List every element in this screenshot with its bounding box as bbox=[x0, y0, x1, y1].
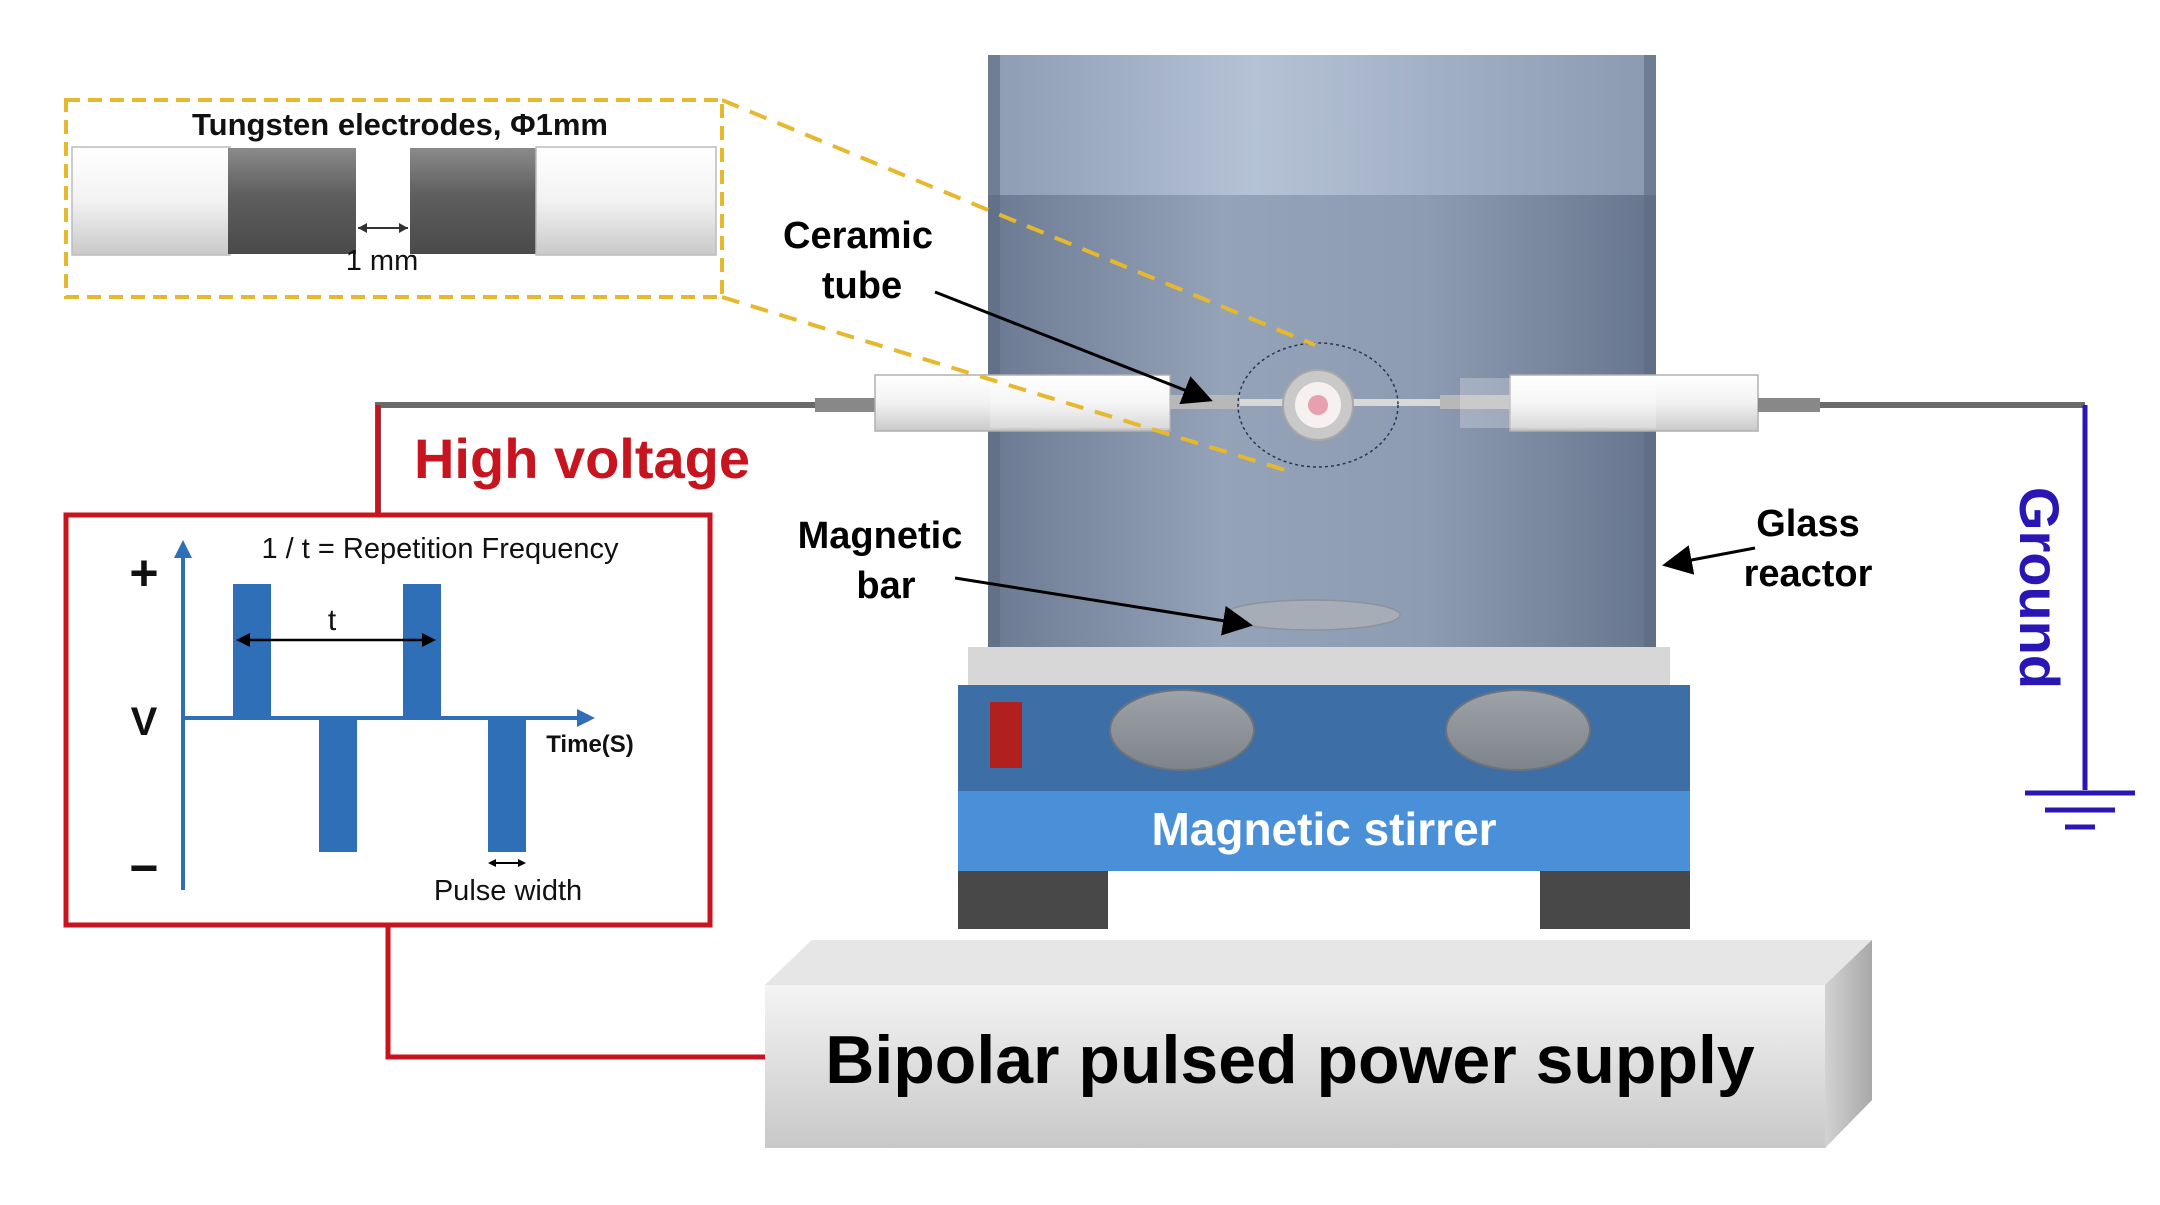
period-label: t bbox=[328, 604, 337, 637]
ceramic-tube-label-2: tube bbox=[822, 265, 902, 307]
ceramic-tube-label-1: Ceramic bbox=[783, 215, 933, 257]
glass-reactor-label-2: reactor bbox=[1744, 553, 1873, 595]
heat-knob bbox=[1445, 689, 1591, 771]
ceramic-tube-arrow bbox=[934, 290, 1213, 405]
gap-label: 1 mm bbox=[346, 245, 419, 277]
positive-pulse-1 bbox=[233, 584, 271, 718]
magnetic-bar-label-1: Magnetic bbox=[798, 515, 963, 557]
high-voltage-label: High voltage bbox=[414, 427, 750, 490]
speed-knob bbox=[1109, 689, 1255, 771]
minus-sign: − bbox=[129, 840, 158, 896]
plus-sign: + bbox=[129, 545, 158, 601]
glass-reactor bbox=[988, 55, 1656, 647]
stirrer-label: Magnetic stirrer bbox=[1151, 803, 1496, 855]
glass-reactor-arrow bbox=[1662, 545, 1756, 575]
positive-pulse-2 bbox=[403, 584, 441, 718]
waveform-panel bbox=[63, 512, 713, 928]
negative-pulse-2 bbox=[488, 718, 526, 852]
frequency-label: 1 / t = Repetition Frequency bbox=[261, 533, 619, 565]
discharge-zone bbox=[1237, 342, 1399, 468]
glass-reactor-label-1: Glass bbox=[1756, 503, 1860, 545]
ground-wire bbox=[1820, 402, 2088, 790]
electrode-title: Tungsten electrodes, Φ1mm bbox=[192, 107, 608, 142]
voltage-axis-label: V bbox=[131, 700, 158, 744]
pulse-width-label: Pulse width bbox=[434, 875, 582, 907]
power-supply-label: Bipolar pulsed power supply bbox=[825, 1022, 1755, 1098]
power-supply bbox=[765, 940, 1872, 1148]
magnetic-bar-label-2: bar bbox=[856, 565, 915, 607]
ground-label: Ground bbox=[2008, 487, 2071, 689]
magnetic-stirrer bbox=[958, 647, 1690, 929]
ground-symbol bbox=[2025, 790, 2135, 830]
magnetic-bar bbox=[1223, 599, 1401, 631]
high-voltage-wire bbox=[375, 402, 815, 1060]
electrode-assembly bbox=[815, 374, 1820, 432]
power-indicator bbox=[990, 702, 1022, 768]
negative-pulse-1 bbox=[319, 718, 357, 852]
time-axis-label: Time(S) bbox=[546, 731, 634, 758]
magnetic-bar-arrow bbox=[954, 576, 1253, 636]
electrode-inset bbox=[64, 98, 1316, 472]
